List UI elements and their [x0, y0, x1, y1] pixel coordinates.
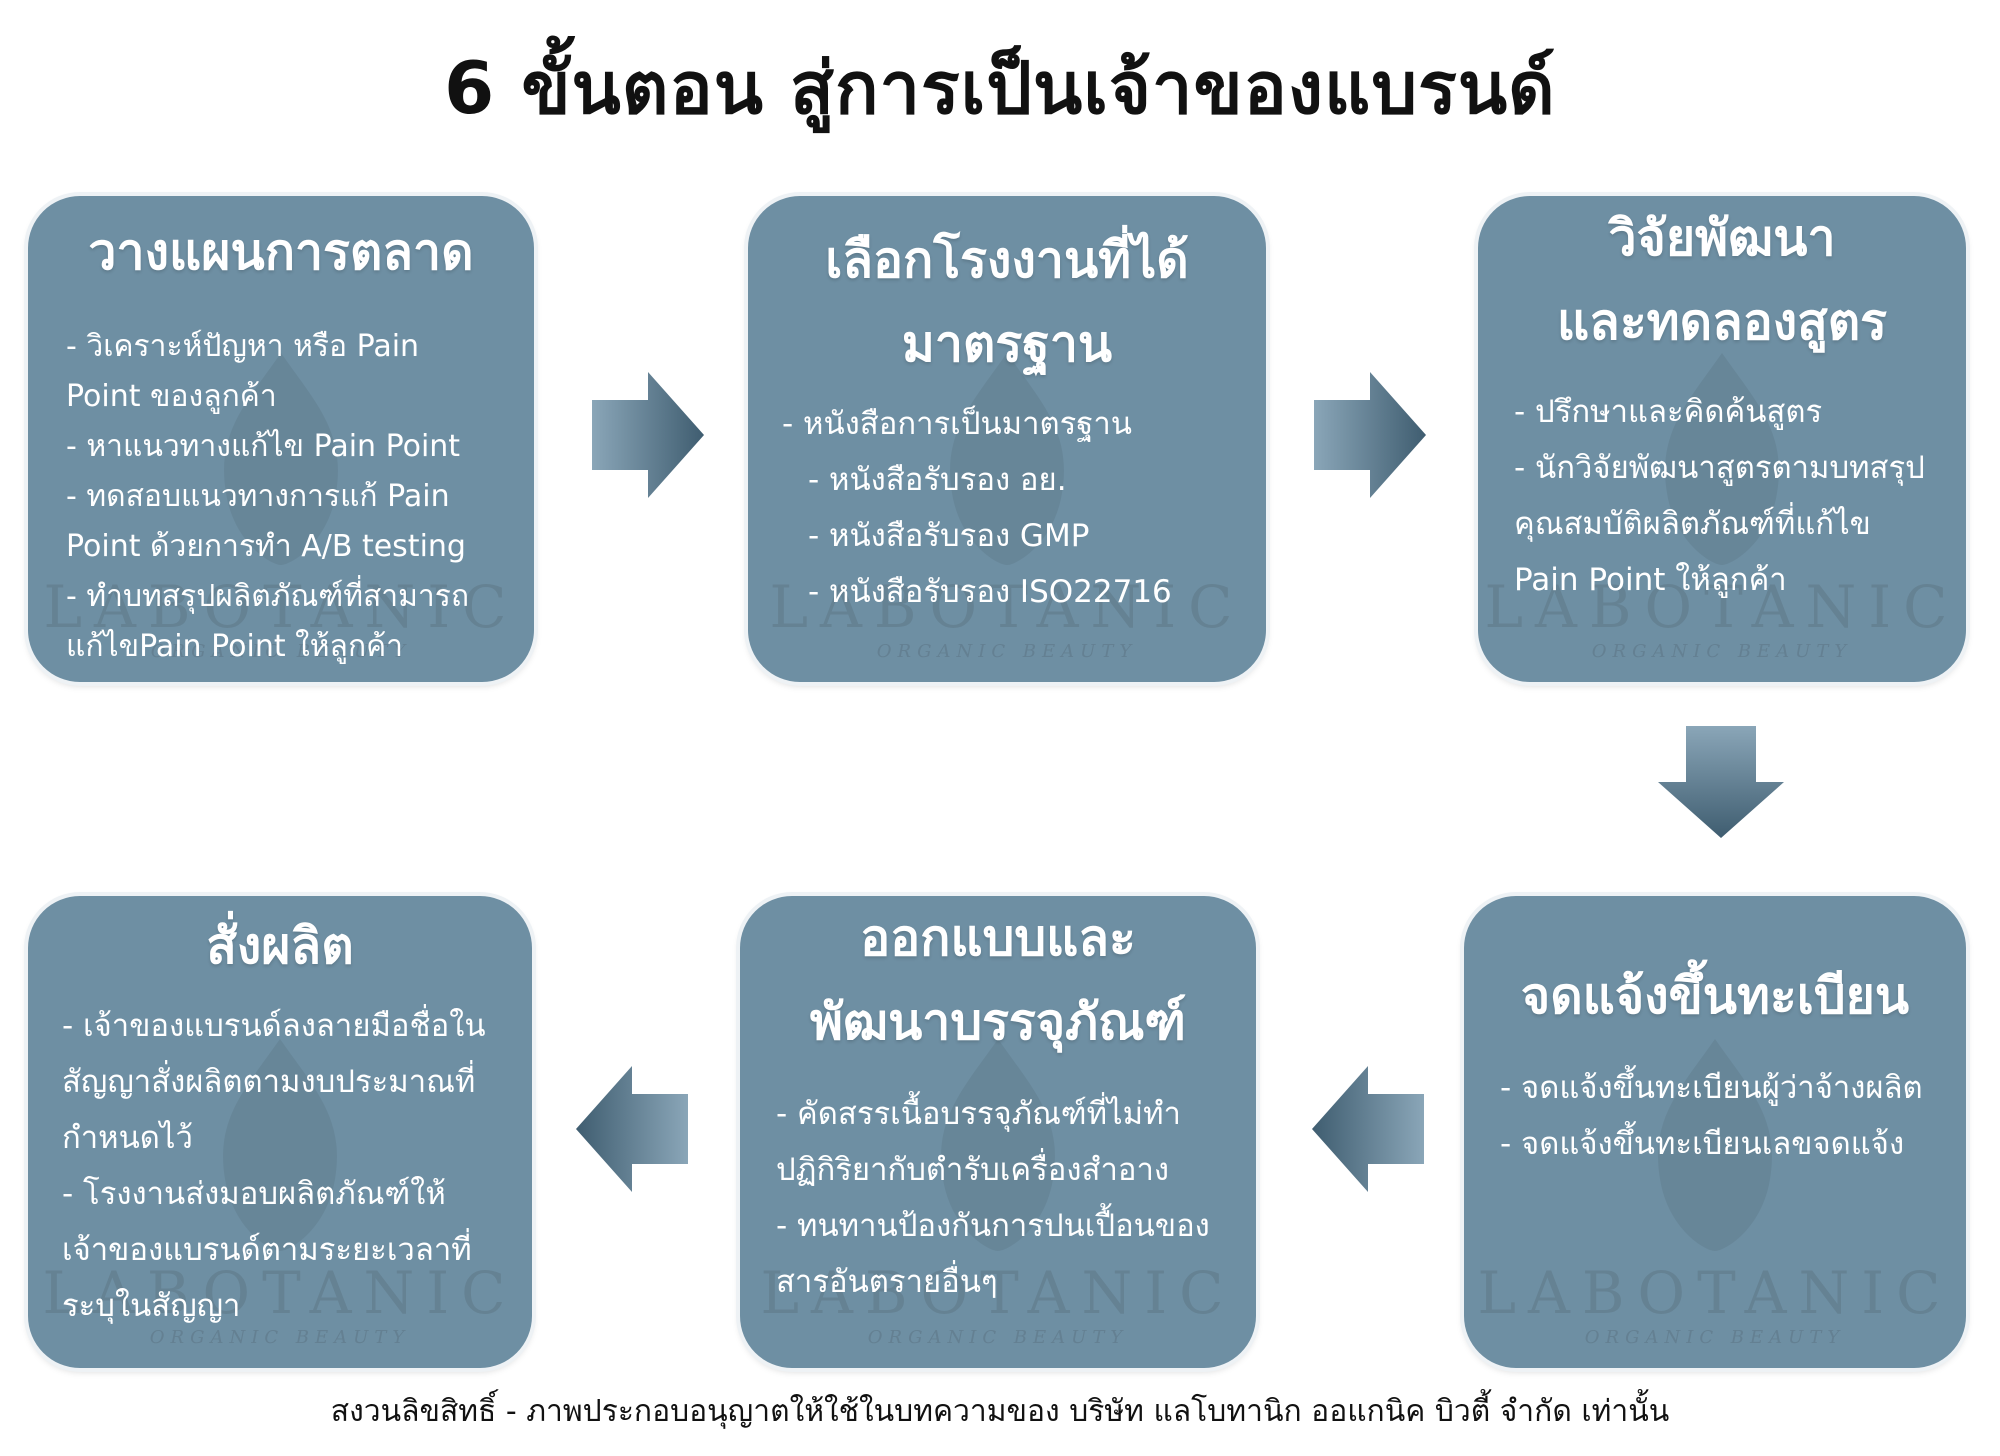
watermark-tagline: ORGANIC BEAUTY [876, 641, 1138, 662]
step-item: - หาแนวทางแก้ไข Pain Point [66, 429, 461, 464]
step-title: วางแผนการตลาด [88, 223, 474, 281]
step-title-line: มาตรฐาน [901, 315, 1113, 373]
step-item: - จดแจ้งขึ้นทะเบียนเลขจดแจ้ง [1500, 1126, 1905, 1162]
copyright-footer: สงวนลิขสิทธิ์ - ภาพประกอบอนุญาตให้ใช้ในบ… [330, 1394, 1670, 1429]
step-card-registration: LABOTANIC ORGANIC BEAUTY จดแจ้งขึ้นทะเบี… [1464, 896, 1966, 1368]
step-card-research-formula: LABOTANIC ORGANIC BEAUTY วิจัยพัฒนา และท… [1478, 196, 1966, 682]
step-item: - ทำบทสรุปผลิตภัณฑ์ที่สามารถแก้ไขPain Po… [66, 579, 470, 664]
step-item: - จดแจ้งขึ้นทะเบียนผู้ว่าจ้างผลิต [1500, 1070, 1923, 1106]
step-item: - ทดสอบแนวทางการแก้ Pain Point ด้วยการทำ… [66, 479, 466, 564]
step-card-packaging: LABOTANIC ORGANIC BEAUTY ออกแบบและ พัฒนา… [740, 896, 1256, 1368]
step-item: - ปรึกษาและคิดค้นสูตร [1514, 394, 1823, 430]
step-subitem: - หนังสือรับรอง อย. [808, 462, 1067, 498]
step-title-line: และทดลองสูตร [1556, 293, 1888, 351]
right-arrow-icon [592, 372, 704, 498]
step-card-order-production: LABOTANIC ORGANIC BEAUTY สั่งผลิต - เจ้า… [28, 896, 532, 1368]
step-item: - หนังสือการเป็นมาตรฐาน [782, 406, 1132, 442]
step-title: จดแจ้งขึ้นทะเบียน [1520, 967, 1910, 1025]
step-items: - วิเคราะห์ปัญหา หรือ Pain Point ของลูกค… [28, 294, 534, 672]
step-subitem: - หนังสือรับรอง ISO22716 [808, 574, 1172, 610]
step-item: - นักวิจัยพัฒนาสูตรตามบทสรุปคุณสมบัติผลิ… [1514, 450, 1925, 598]
step-item: - คัดสรรเนื้อบรรจุภัณฑ์ที่ไม่ทำปฏิกิริยา… [776, 1096, 1181, 1188]
step-items: - หนังสือการเป็นมาตรฐาน - หนังสือรับรอง … [748, 386, 1266, 620]
step-title-line: เลือกโรงงานที่ได้ [825, 231, 1189, 289]
step-items: - เจ้าของแบรนด์ลงลายมือชื่อในสัญญาสั่งผล… [28, 988, 532, 1334]
right-arrow-icon [1314, 372, 1426, 498]
step-title-line: วิจัยพัฒนา [1608, 209, 1836, 267]
step-card-marketing-plan: LABOTANIC ORGANIC BEAUTY วางแผนการตลาด -… [28, 196, 534, 682]
page-title: 6 ขั้นตอน สู่การเป็นเจ้าของแบรนด์ [444, 46, 1556, 130]
watermark-tagline: ORGANIC BEAUTY [867, 1327, 1129, 1348]
watermark-brand: LABOTANIC [1477, 1259, 1953, 1327]
step-item: - เจ้าของแบรนด์ลงลายมือชื่อในสัญญาสั่งผล… [62, 1008, 486, 1156]
left-arrow-icon [1312, 1066, 1424, 1192]
left-arrow-icon [576, 1066, 688, 1192]
step-item: - โรงงานส่งมอบผลิตภัณฑ์ให้เจ้าของแบรนด์ต… [62, 1176, 472, 1324]
step-items: - คัดสรรเนื้อบรรจุภัณฑ์ที่ไม่ทำปฏิกิริยา… [740, 1064, 1256, 1310]
watermark-tagline: ORGANIC BEAUTY [1584, 1327, 1846, 1348]
step-title: สั่งผลิต [206, 917, 354, 975]
step-subitem: - หนังสือรับรอง GMP [808, 518, 1090, 554]
down-arrow-icon [1658, 726, 1784, 838]
watermark-tagline: ORGANIC BEAUTY [1591, 641, 1853, 662]
step-item: - วิเคราะห์ปัญหา หรือ Pain Point ของลูกค… [66, 329, 420, 414]
step-items: - ปรึกษาและคิดค้นสูตร - นักวิจัยพัฒนาสูต… [1478, 364, 1966, 608]
step-item: - ทนทานป้องกันการปนเปื้อนของสารอันตรายอื… [776, 1208, 1210, 1300]
step-title-line: ออกแบบและ [860, 909, 1136, 967]
step-card-standard-factory: LABOTANIC ORGANIC BEAUTY เลือกโรงงานที่ไ… [748, 196, 1266, 682]
step-title-line: พัฒนาบรรจุภัณฑ์ [810, 993, 1186, 1051]
step-items: - จดแจ้งขึ้นทะเบียนผู้ว่าจ้างผลิต - จดแจ… [1464, 1038, 1966, 1172]
